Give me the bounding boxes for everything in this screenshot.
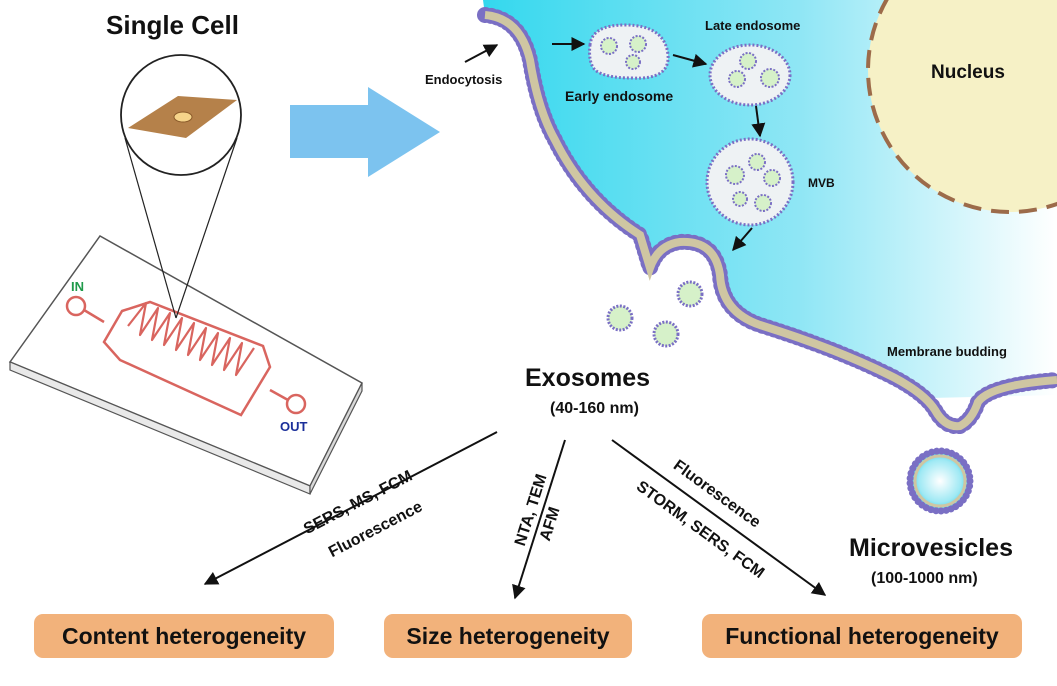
mvb [705,137,795,227]
exosomes-label: Exosomes [525,364,651,392]
magnifier [120,54,242,319]
endocytosis-label: Endocytosis [425,72,503,87]
late-endosome-label: Late endosome [705,18,801,33]
membrane-budding-label: Membrane budding [887,344,1007,359]
functional-heterogeneity-box: Functional heterogeneity [702,614,1022,658]
pathway-arrows [464,37,766,252]
late-endosome [708,43,792,107]
nucleus-label: Nucleus [931,62,1005,83]
nucleus [866,0,1057,214]
content-heterogeneity-box: Content heterogeneity [34,614,334,658]
early-endosome [588,23,670,80]
outlet-label: OUT [280,419,308,434]
released-exosomes [606,280,704,348]
process-arrow [290,87,440,177]
title-single-cell: Single Cell [106,10,239,40]
microvesicles-size: (100-1000 nm) [871,570,978,587]
microvesicle [906,447,974,515]
microfluidic-chip [8,235,363,495]
method-arrows [203,431,827,600]
mvb-label: MVB [808,176,835,190]
inlet-label: IN [71,279,84,294]
microvesicles-label: Microvesicles [849,534,1013,562]
cell-membrane [477,7,1057,435]
size-heterogeneity-box: Size heterogeneity [384,614,632,658]
exosomes-size: (40-160 nm) [550,400,639,417]
early-endosome-label: Early endosome [565,88,674,104]
